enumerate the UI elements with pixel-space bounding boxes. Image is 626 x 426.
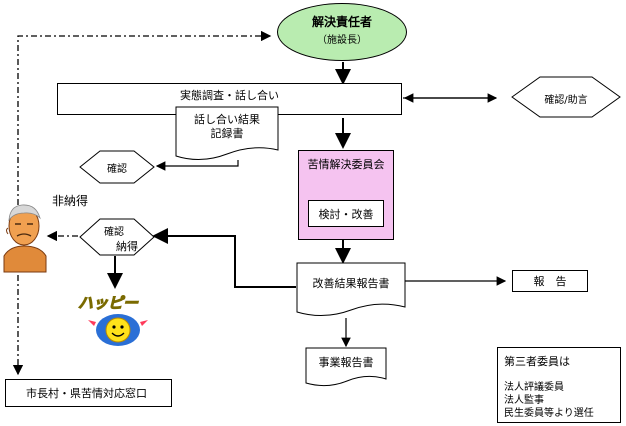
- fact-finding-box: 実態調査・話し合い: [57, 83, 402, 115]
- confirm-mid-label: 確認: [104, 227, 124, 238]
- advice-diamond: [511, 76, 621, 118]
- committee-box: 苦情解決委員会 検討・改善: [298, 150, 394, 240]
- business-report-shape: [305, 347, 387, 387]
- resolver-subtitle: （施設長）: [317, 35, 367, 46]
- happy-text: ハッピー: [77, 294, 139, 313]
- third-party-item-1: 法人評議委員: [504, 382, 564, 393]
- third-party-box: 第三者委員は 法人評議委員 法人監事 民生委員等より選任: [497, 347, 621, 423]
- confirm-mid-diamond: [79, 218, 155, 256]
- record-document-shape: [175, 106, 279, 160]
- confirm-top-diamond: [79, 150, 155, 184]
- record-line-1: 話し合い結果: [194, 113, 260, 126]
- confirm-top-label: 確認: [107, 164, 127, 175]
- report-box: 報 告: [512, 270, 588, 292]
- resolver-title: 解決責任者: [311, 15, 372, 29]
- committee-inner-box: [308, 200, 384, 227]
- committee-inner-label: 検討・改善: [318, 208, 374, 221]
- municipal-label: 市長村・県苦情対応窓口: [26, 387, 147, 400]
- third-party-item-2: 法人監事: [504, 395, 544, 406]
- third-party-item-3: 民生委員等より選任: [504, 408, 594, 419]
- third-party-title: 第三者委員は: [504, 355, 570, 368]
- elderly-person-illustration: [3, 204, 47, 273]
- accepted-label: 納得: [116, 240, 138, 253]
- improvement-report-shape: [296, 262, 406, 316]
- municipal-box: 市長村・県苦情対応窓口: [5, 379, 172, 407]
- committee-title: 苦情解決委員会: [307, 158, 385, 171]
- report-label: 報 告: [533, 275, 567, 288]
- resolver-node: 解決責任者 （施設長）: [277, 3, 407, 61]
- happy-illustration: [88, 314, 148, 346]
- not-accepted-label: 非納得: [52, 194, 89, 208]
- record-line-2: 記録書: [210, 127, 244, 140]
- improvement-report-label: 改善結果報告書: [312, 277, 390, 290]
- business-report-label: 事業報告書: [318, 356, 374, 369]
- advice-label: 確認/助言: [544, 95, 588, 106]
- fact-finding-label: 実態調査・話し合い: [180, 89, 279, 102]
